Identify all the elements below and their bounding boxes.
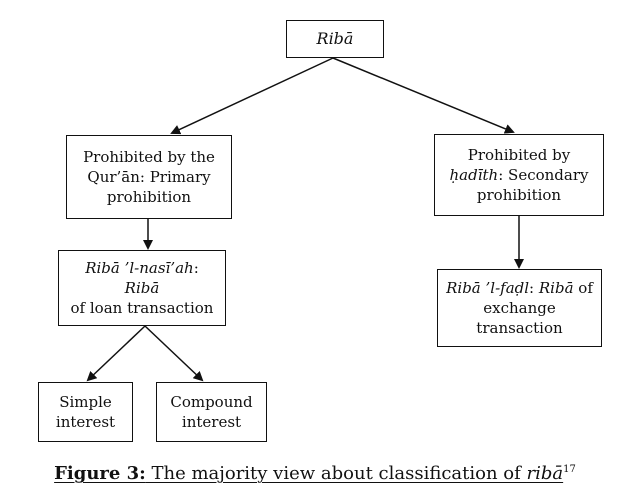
arrow-nasiah-to-simple (86, 325, 146, 382)
figure-caption: Figure 3: The majority view about classi… (0, 462, 630, 486)
riba-fadl-node: Ribā ’l-faḍl: Ribā of exchange transacti… (437, 269, 602, 347)
simple-interest-line-1: Simple (59, 393, 112, 411)
arrow-root-to-primary (170, 57, 334, 135)
simple-interest-line-2: interest (55, 413, 116, 431)
figure-caption-main: The majority view about classification o… (145, 463, 527, 484)
riba-nasiah-term: Ribā ’l-nasī’ah (85, 259, 194, 277)
primary-prohibition-line-1: Prohibited by the (83, 148, 215, 166)
arrow-root-to-secondary (332, 57, 515, 134)
riba-fadl-term: Ribā ’l-faḍl (446, 279, 530, 297)
figure-caption-text: Figure 3: The majority view about classi… (54, 463, 563, 484)
riba-fadl-colon: : (529, 279, 539, 297)
figure-number: Figure 3: (54, 463, 146, 484)
simple-interest-node: Simple interest (38, 382, 133, 442)
compound-interest-line-1: Compound (170, 393, 253, 411)
secondary-prohibition-line-2: ḥadīth: Secondary (450, 165, 589, 185)
riba-nasiah-line-2: of loan transaction (70, 299, 214, 317)
riba-nasiah-node: Ribā ’l-nasī’ah: Ribā of loan transactio… (58, 250, 226, 326)
compound-interest-node: Compound interest (156, 382, 267, 442)
secondary-prohibition-line-2-rest: : Secondary (498, 166, 589, 184)
riba-fadl-of: of (573, 279, 593, 297)
primary-prohibition-node: Prohibited by the Qur’ān: Primary prohib… (66, 135, 232, 219)
riba-fadl-riba: Ribā (538, 279, 574, 297)
hadith-term: ḥadīth (449, 166, 499, 184)
secondary-prohibition-node: Prohibited by ḥadīth: Secondary prohibit… (434, 134, 604, 216)
riba-fadl-line-3: transaction (476, 319, 563, 337)
primary-prohibition-line-3: prohibition (106, 188, 192, 206)
figure-footnote-marker: 17 (563, 464, 576, 475)
secondary-prohibition-line-3: prohibition (476, 186, 562, 204)
primary-prohibition-line-2: Qur’ān: Primary (87, 168, 211, 186)
riba-fadl-line-1: Ribā ’l-faḍl: Ribā of (446, 278, 593, 298)
riba-fadl-line-2: exchange (483, 299, 556, 317)
arrow-nasiah-to-compound (144, 325, 204, 382)
riba-root-node: Ribā (286, 20, 384, 58)
riba-nasiah-colon: : (193, 259, 199, 277)
compound-interest-line-2: interest (181, 413, 242, 431)
riba-nasiah-riba: Ribā (124, 279, 160, 297)
figure-caption-riba: ribā (526, 463, 564, 484)
riba-root-label: Ribā (316, 29, 354, 48)
riba-nasiah-line-1: Ribā ’l-nasī’ah: Ribā (67, 258, 217, 298)
secondary-prohibition-line-1: Prohibited by (467, 146, 571, 164)
